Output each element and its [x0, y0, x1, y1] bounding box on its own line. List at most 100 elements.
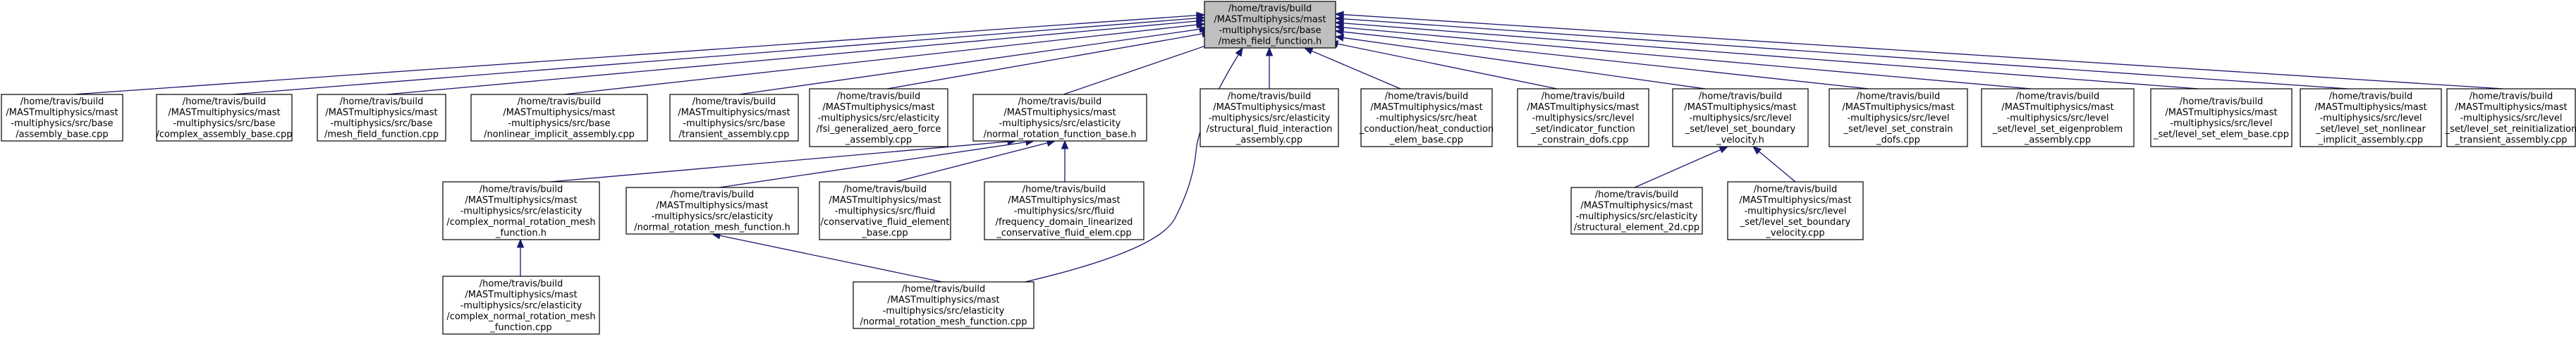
- node-label-line: /home/travis/build: [1857, 91, 1940, 101]
- file-node[interactable]: /home/travis/build/MASTmultiphysics/mast…: [1672, 88, 1809, 147]
- file-node[interactable]: /home/travis/build/MASTmultiphysics/mast…: [156, 94, 293, 142]
- node-box: [1981, 88, 2135, 147]
- node-label-line: /home/travis/build: [843, 184, 927, 195]
- file-node[interactable]: /home/travis/build/MASTmultiphysics/mast…: [972, 94, 1147, 142]
- node-label-line: -multiphysics/src/level: [2170, 118, 2272, 129]
- edge-line: [232, 18, 1197, 95]
- node-box: [1204, 1, 1336, 49]
- dependency-edge: [1752, 146, 1796, 183]
- node-box: [470, 94, 648, 142]
- node-box: [1570, 187, 1703, 235]
- node-box: [809, 88, 948, 147]
- file-node[interactable]: /home/travis/build/MASTmultiphysics/mast…: [1517, 88, 1649, 147]
- node-label-line: /home/travis/build: [902, 284, 985, 295]
- node-label-line: /MASTmultiphysics/mast: [6, 108, 118, 118]
- node-label-line: /home/travis/build: [20, 97, 104, 107]
- node-label-line: -multiphysics/src/base: [173, 118, 275, 129]
- file-node[interactable]: /home/travis/build/MASTmultiphysics/mast…: [2150, 88, 2293, 147]
- dependency-edge: [738, 25, 1209, 95]
- node-label-line: -multiphysics/src/fluid: [835, 206, 935, 216]
- file-node[interactable]: /home/travis/build/MASTmultiphysics/mast…: [1727, 181, 1864, 240]
- file-node[interactable]: /home/travis/build/MASTmultiphysics/mast…: [442, 276, 600, 335]
- dependency-edge: [1329, 40, 1558, 90]
- node-label-line: _set/indicator_function: [1530, 124, 1635, 135]
- node-label-line: /home/travis/build: [2180, 97, 2263, 107]
- node-label-line: /MASTmultiphysics/mast: [1214, 15, 1326, 25]
- dependency-edge: [1334, 11, 2504, 90]
- dependency-edge: [1265, 47, 1274, 89]
- edge-line: [563, 24, 1197, 95]
- node-label-line: /MASTmultiphysics/mast: [325, 108, 437, 118]
- node-label-line: /home/travis/build: [1699, 91, 1782, 101]
- arrow-head-icon: [1752, 146, 1762, 155]
- dependency-edge: [1061, 140, 1069, 182]
- node-label-line: /MASTmultiphysics/mast: [678, 108, 790, 118]
- node-label-line: /home/travis/build: [671, 190, 754, 200]
- edge-line: [1343, 27, 2032, 90]
- dependency-edge: [386, 17, 1206, 95]
- node-label-line: /home/travis/build: [1023, 184, 1106, 195]
- node-label-line: /assembly_base.cpp: [16, 130, 108, 140]
- file-node[interactable]: /home/travis/build/MASTmultiphysics/mast…: [1200, 88, 1339, 147]
- arrow-head-icon: [1719, 146, 1729, 154]
- edge-line: [738, 28, 1200, 95]
- node-label-line: _assembly.cpp: [845, 135, 912, 145]
- node-label-line: /fsi_generalized_aero_force: [817, 124, 941, 135]
- node-box: [1517, 88, 1649, 147]
- file-node[interactable]: /home/travis/build/MASTmultiphysics/mast…: [1981, 88, 2135, 147]
- node-label-line: -multiphysics/src/elasticity: [1576, 211, 1698, 222]
- file-node[interactable]: /home/travis/build/MASTmultiphysics/mast…: [1570, 187, 1703, 235]
- dependency-edge: [232, 14, 1206, 95]
- file-node[interactable]: /home/travis/build/MASTmultiphysics/mast…: [2300, 88, 2442, 147]
- node-box: [1, 94, 123, 142]
- node-label-line: -multiphysics/src/base: [11, 118, 113, 129]
- node-label-line: /normal_rotation_mesh_function.cpp: [860, 317, 1027, 328]
- dependency-edge: [1334, 34, 1706, 90]
- file-node[interactable]: /home/travis/build/MASTmultiphysics/mast…: [625, 187, 799, 235]
- dependency-edge: [1063, 39, 1221, 95]
- node-box: [442, 181, 600, 240]
- node-label-line: /home/travis/build: [2470, 91, 2553, 101]
- node-label-line: _elem_base.cpp: [1389, 135, 1463, 145]
- dependency-edge: [886, 30, 1211, 90]
- file-node[interactable]: /home/travis/build/MASTmultiphysics/mast…: [2445, 88, 2576, 147]
- dependency-edge: [1334, 19, 2199, 90]
- node-label-line: -multiphysics/src/base: [1219, 25, 1321, 36]
- node-label-line: /home/travis/build: [1385, 91, 1468, 101]
- node-label-line: /conservative_fluid_element: [821, 217, 950, 228]
- node-label-line: -multiphysics/src/elasticity: [652, 211, 774, 222]
- node-box: [1360, 88, 1493, 147]
- node-box: [1727, 181, 1864, 240]
- file-node[interactable]: /home/travis/build/MASTmultiphysics/mast…: [984, 181, 1144, 240]
- arrow-head-icon: [1334, 11, 1344, 18]
- file-node[interactable]: /home/travis/build/MASTmultiphysics/mast…: [1359, 88, 1494, 147]
- node-label-line: /transient_assembly.cpp: [679, 130, 790, 140]
- file-node[interactable]: /home/travis/build/MASTmultiphysics/mast…: [317, 94, 446, 142]
- node-label-line: -multiphysics/src/level: [2460, 113, 2562, 123]
- node-label-line: _velocity.h: [1716, 135, 1764, 145]
- node-label-line: /MASTmultiphysics/mast: [465, 290, 577, 300]
- edge-line: [549, 141, 1008, 183]
- node-label-line: _velocity.cpp: [1765, 228, 1824, 238]
- dependency-edge: [1634, 146, 1729, 188]
- file-node[interactable]: /home/travis/build/MASTmultiphysics/mast…: [470, 94, 648, 142]
- file-node[interactable]: /home/travis/build/MASTmultiphysics/mast…: [1, 94, 123, 142]
- file-node[interactable]: /home/travis/build/MASTmultiphysics/mast…: [442, 181, 600, 240]
- node-box: [972, 94, 1147, 142]
- arrow-head-icon: [1195, 21, 1206, 29]
- root-file-node[interactable]: /home/travis/build/MASTmultiphysics/mast…: [1204, 1, 1336, 49]
- file-node[interactable]: /home/travis/build/MASTmultiphysics/mast…: [669, 94, 799, 142]
- file-node[interactable]: /home/travis/build/MASTmultiphysics/mast…: [1829, 88, 1968, 147]
- node-label-line: /home/travis/build: [1754, 184, 1837, 195]
- file-node[interactable]: /home/travis/build/MASTmultiphysics/mast…: [809, 88, 948, 147]
- dependency-edge: [1334, 23, 2032, 90]
- dependency-edge: [1334, 15, 2349, 90]
- node-label-line: -multiphysics/src/level: [1532, 113, 1634, 123]
- edge-line: [1311, 50, 1401, 90]
- node-label-line: /home/travis/build: [1542, 91, 1625, 101]
- file-node[interactable]: /home/travis/build/MASTmultiphysics/mast…: [819, 181, 951, 240]
- node-label-line: _set/level_set_boundary: [1740, 217, 1851, 228]
- file-node[interactable]: /home/travis/build/MASTmultiphysics/mast…: [853, 281, 1034, 329]
- node-label-line: /home/travis/build: [837, 91, 920, 101]
